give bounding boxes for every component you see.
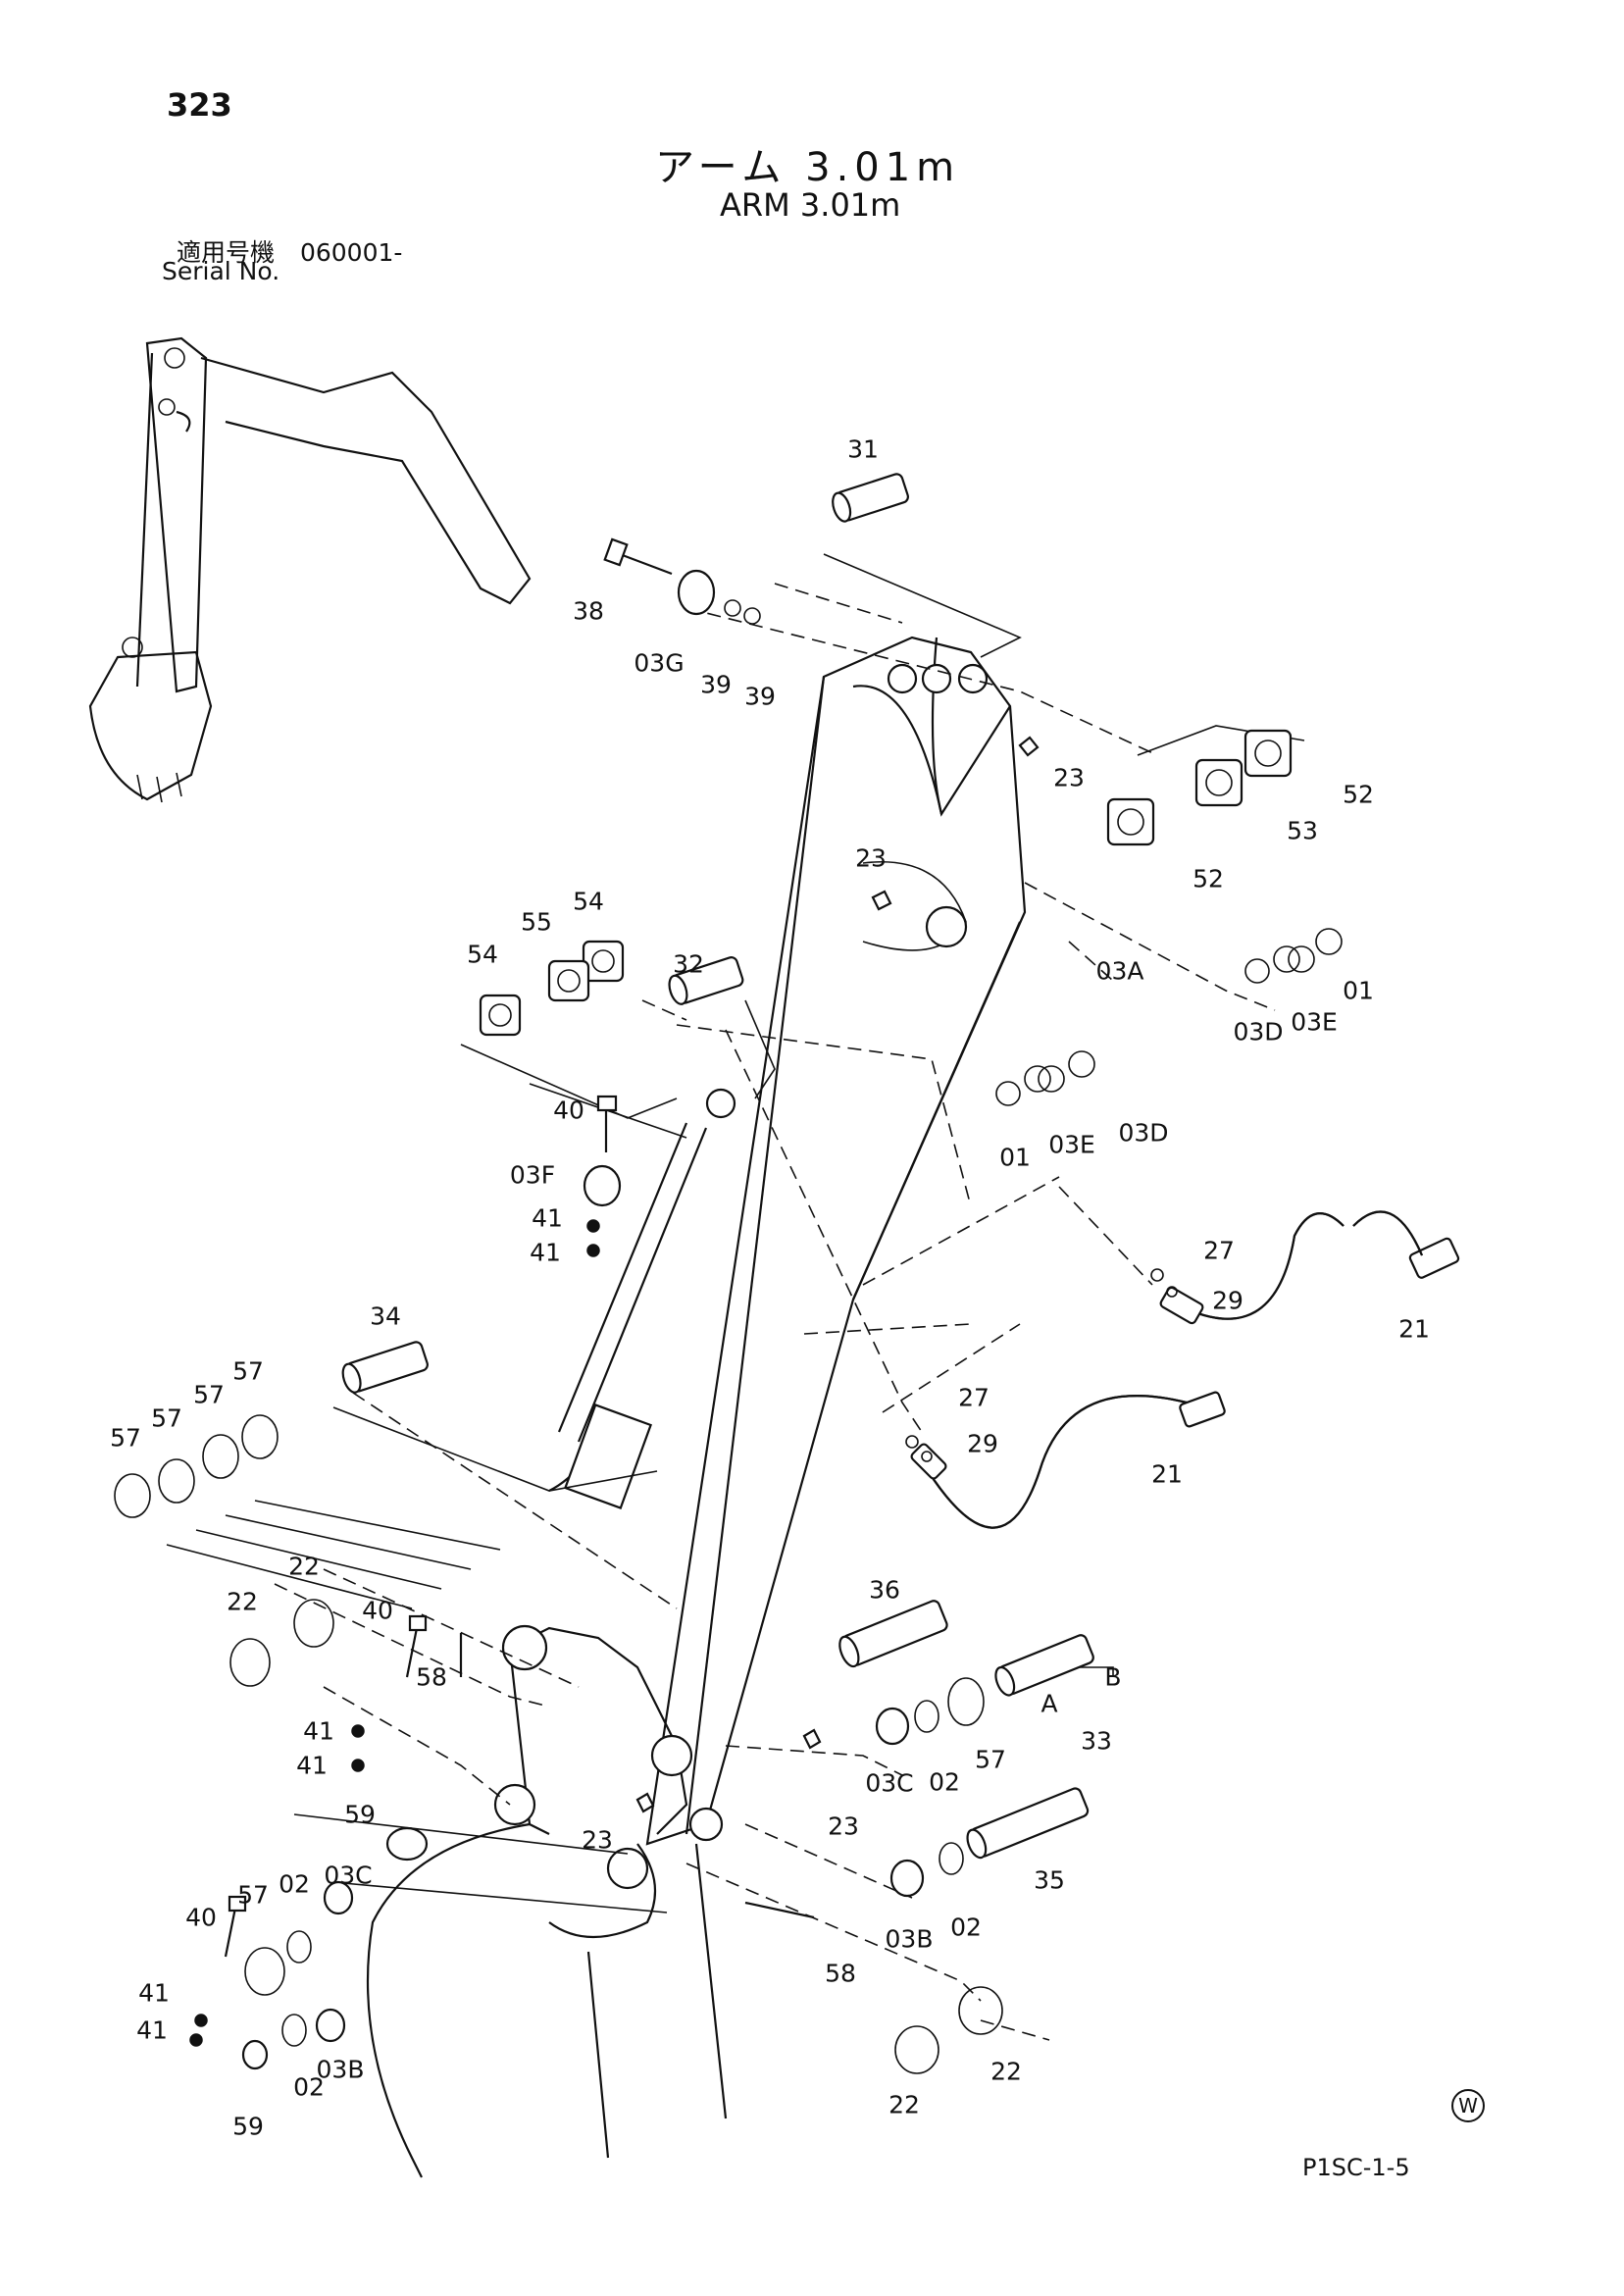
callout-23b: 23 bbox=[855, 843, 887, 873]
callout-41e: 41 bbox=[138, 1978, 170, 2008]
pin-group-brackets bbox=[166, 553, 1305, 1913]
callout-59b: 59 bbox=[232, 2112, 264, 2141]
callout-03d-b: 03D bbox=[1118, 1118, 1169, 1148]
callout-03e-b: 03E bbox=[1048, 1130, 1095, 1159]
callout-03f: 03F bbox=[509, 1160, 556, 1190]
callout-b: B bbox=[1104, 1662, 1122, 1692]
callout-02d: 02 bbox=[293, 2072, 325, 2102]
callout-39b: 39 bbox=[744, 682, 776, 711]
callout-03c-a: 03C bbox=[865, 1768, 914, 1798]
excavator-overview-inset bbox=[88, 336, 532, 803]
bucket-cylinder bbox=[548, 1088, 736, 1509]
callout-41f: 41 bbox=[136, 2015, 168, 2045]
lower-linkage bbox=[366, 1624, 728, 2178]
callout-03d-a: 03D bbox=[1233, 1017, 1284, 1046]
callout-33: 33 bbox=[1081, 1726, 1112, 1756]
callout-32: 32 bbox=[673, 949, 704, 979]
callout-38: 38 bbox=[573, 596, 604, 626]
callout-34: 34 bbox=[370, 1301, 401, 1331]
callout-57c: 57 bbox=[193, 1380, 225, 1409]
callout-21b: 21 bbox=[1151, 1459, 1183, 1489]
callout-03g: 03G bbox=[634, 648, 685, 678]
rings-and-washers bbox=[114, 599, 1343, 2074]
page-number: 323 bbox=[167, 86, 232, 124]
circled-w-mark: W bbox=[1451, 2089, 1485, 2122]
bolts bbox=[224, 537, 673, 1958]
callout-22d: 22 bbox=[990, 2057, 1022, 2086]
callout-36: 36 bbox=[869, 1575, 900, 1605]
callout-55: 55 bbox=[521, 907, 552, 937]
callout-57a: 57 bbox=[110, 1423, 141, 1453]
callout-41c: 41 bbox=[303, 1716, 334, 1746]
callout-57e: 57 bbox=[975, 1745, 1006, 1774]
serial-label-jp: 適用号機 bbox=[177, 238, 276, 267]
callout-41d: 41 bbox=[296, 1751, 328, 1780]
callout-03b-a: 03B bbox=[885, 1924, 934, 1954]
callout-02b: 02 bbox=[950, 1913, 982, 1942]
callout-59a: 59 bbox=[344, 1800, 376, 1829]
main-arm-body bbox=[645, 636, 1027, 1846]
hydraulic-hoses bbox=[910, 1210, 1460, 1529]
drawing-code: P1SC-1-5 bbox=[1302, 2154, 1410, 2181]
callout-02c: 02 bbox=[279, 1869, 310, 1899]
callout-40b: 40 bbox=[362, 1596, 393, 1625]
serial-number-label-english: Serial No. bbox=[162, 257, 280, 285]
callout-23a: 23 bbox=[1053, 763, 1085, 792]
pins bbox=[341, 473, 1094, 1919]
callout-03a: 03A bbox=[1095, 956, 1144, 986]
callout-57d: 57 bbox=[232, 1356, 264, 1386]
callout-41a: 41 bbox=[532, 1203, 563, 1233]
shims bbox=[479, 729, 1293, 1037]
callout-39a: 39 bbox=[700, 670, 732, 699]
serial-number-label-japanese: 適用号機 060001- bbox=[177, 233, 402, 269]
callout-22a: 22 bbox=[227, 1587, 258, 1616]
callout-52b: 52 bbox=[1193, 864, 1224, 893]
callout-01b: 01 bbox=[999, 1143, 1031, 1172]
callout-54b: 54 bbox=[573, 887, 604, 916]
callout-41b: 41 bbox=[530, 1238, 561, 1267]
callout-58b: 58 bbox=[825, 1959, 856, 1988]
callout-03b-b: 03B bbox=[316, 2055, 365, 2084]
callout-03c-b: 03C bbox=[324, 1861, 373, 1890]
callout-22c: 22 bbox=[888, 2090, 920, 2119]
callout-01a: 01 bbox=[1343, 976, 1374, 1005]
serial-value: 060001- bbox=[299, 238, 403, 267]
bushings bbox=[241, 569, 925, 2070]
callout-31: 31 bbox=[847, 434, 879, 464]
callout-40c: 40 bbox=[185, 1903, 217, 1932]
callout-35: 35 bbox=[1034, 1865, 1065, 1895]
callout-54a: 54 bbox=[467, 940, 498, 969]
callout-02a: 02 bbox=[929, 1767, 960, 1797]
callout-57b: 57 bbox=[151, 1403, 182, 1433]
callout-52a: 52 bbox=[1343, 780, 1374, 809]
dashed-leaders bbox=[274, 583, 1276, 2041]
grease-fittings bbox=[635, 736, 1040, 1813]
title-japanese: アーム 3.01m bbox=[655, 145, 961, 190]
callout-a: A bbox=[1040, 1689, 1058, 1718]
callout-21a: 21 bbox=[1398, 1314, 1430, 1344]
callout-53: 53 bbox=[1287, 816, 1318, 845]
callout-23c: 23 bbox=[828, 1811, 859, 1841]
title-english: ARM 3.01m bbox=[720, 186, 901, 224]
callout-29a: 29 bbox=[1212, 1286, 1243, 1315]
callout-29b: 29 bbox=[967, 1429, 998, 1458]
callout-23d: 23 bbox=[582, 1825, 613, 1855]
callout-57f: 57 bbox=[237, 1880, 269, 1910]
callout-27a: 27 bbox=[1203, 1236, 1235, 1265]
callout-27b: 27 bbox=[958, 1383, 990, 1412]
callout-58a: 58 bbox=[416, 1662, 447, 1692]
callout-40a: 40 bbox=[553, 1096, 584, 1125]
callout-03e-a: 03E bbox=[1291, 1007, 1338, 1037]
callout-22b: 22 bbox=[288, 1552, 320, 1581]
